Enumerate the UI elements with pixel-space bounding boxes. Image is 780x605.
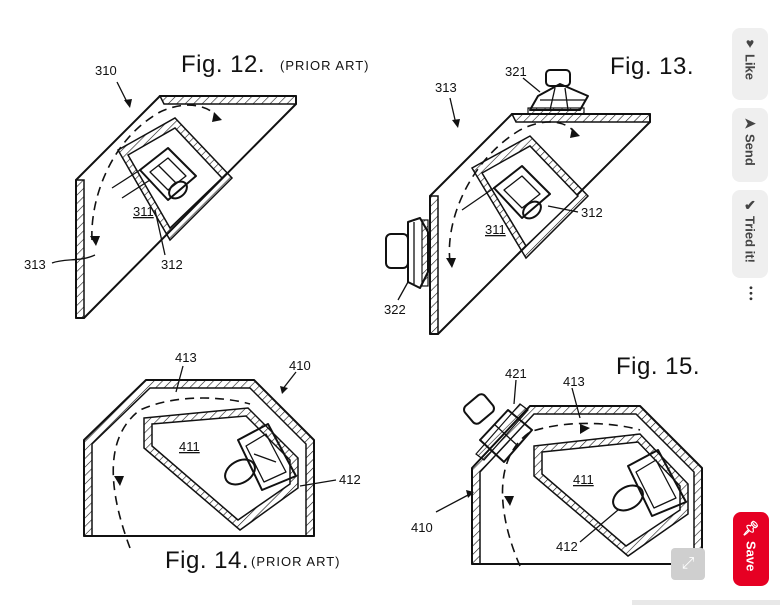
fig14-drawing: 413 410 411 412 Fig. 14. (PRIOR ART) <box>83 350 361 574</box>
fig12-ref-driver: 312 <box>161 257 183 272</box>
bottom-divider <box>632 600 780 605</box>
fig12-title: Fig. 12. <box>181 51 265 78</box>
patent-figure-sheet: 310 311 312 313 Fig. 12. (PRIOR ART) <box>24 51 703 574</box>
fig14-title: Fig. 14. <box>165 547 249 574</box>
fig13-ref-top-driver: 321 <box>505 64 527 79</box>
more-options-button[interactable]: ••• <box>732 286 768 316</box>
fig15-ref-enclosure: 410 <box>411 520 433 535</box>
tried-label: Tried it! <box>742 216 758 263</box>
fig15-drawing: 421 413 411 412 410 Fig. 15. <box>411 353 703 567</box>
action-rail: ♥ Like ➤ Send ✔ Tried it! ••• <box>732 28 768 324</box>
save-label: Save <box>743 541 759 572</box>
fig13-title: Fig. 13. <box>610 53 694 80</box>
fig12-ref-chamber: 311 <box>133 204 154 219</box>
fig15-ref-top: 413 <box>563 374 585 389</box>
send-icon: ➤ <box>744 115 756 131</box>
fig13-ref-chamber: 311 <box>485 222 506 237</box>
more-icon: ••• <box>744 286 756 303</box>
fig12-ref-enclosure: 310 <box>95 63 117 78</box>
fig14-note: (PRIOR ART) <box>251 554 341 569</box>
expand-icon: ⤢ <box>681 555 695 572</box>
fig15-ref-driver-top: 421 <box>505 366 527 381</box>
heart-icon: ♥ <box>745 35 755 51</box>
pin-icon: 📌︎ <box>742 520 760 536</box>
fig12-drawing: 310 311 312 313 Fig. 12. (PRIOR ART) <box>24 51 370 319</box>
fig14-ref-chamber: 411 <box>179 439 200 454</box>
fig13-ref-driver: 312 <box>581 205 603 220</box>
send-button[interactable]: ➤ Send <box>732 108 768 182</box>
send-label: Send <box>742 134 758 166</box>
fig15-title: Fig. 15. <box>616 353 700 380</box>
fig15-ref-driver: 412 <box>556 539 578 554</box>
fig12-note: (PRIOR ART) <box>280 58 370 73</box>
save-button[interactable]: 📌︎ Save <box>733 512 769 586</box>
fig15-ref-chamber: 411 <box>573 472 594 487</box>
fig13-ref-enclosure: 313 <box>435 80 457 95</box>
fig14-ref-top: 413 <box>175 350 197 365</box>
fig14-ref-enclosure: 410 <box>289 358 311 373</box>
tried-it-button[interactable]: ✔ Tried it! <box>732 190 768 278</box>
check-icon: ✔ <box>744 197 756 213</box>
fig12-ref-port: 313 <box>24 257 46 272</box>
fig13-ref-side-driver: 322 <box>384 302 406 317</box>
like-label: Like <box>742 54 758 81</box>
fig13-drawing: 313 321 312 311 322 Fig. 13. <box>384 53 694 335</box>
like-button[interactable]: ♥ Like <box>732 28 768 100</box>
expand-button[interactable]: ⤢ <box>671 548 705 580</box>
fig14-ref-driver: 412 <box>339 472 361 487</box>
